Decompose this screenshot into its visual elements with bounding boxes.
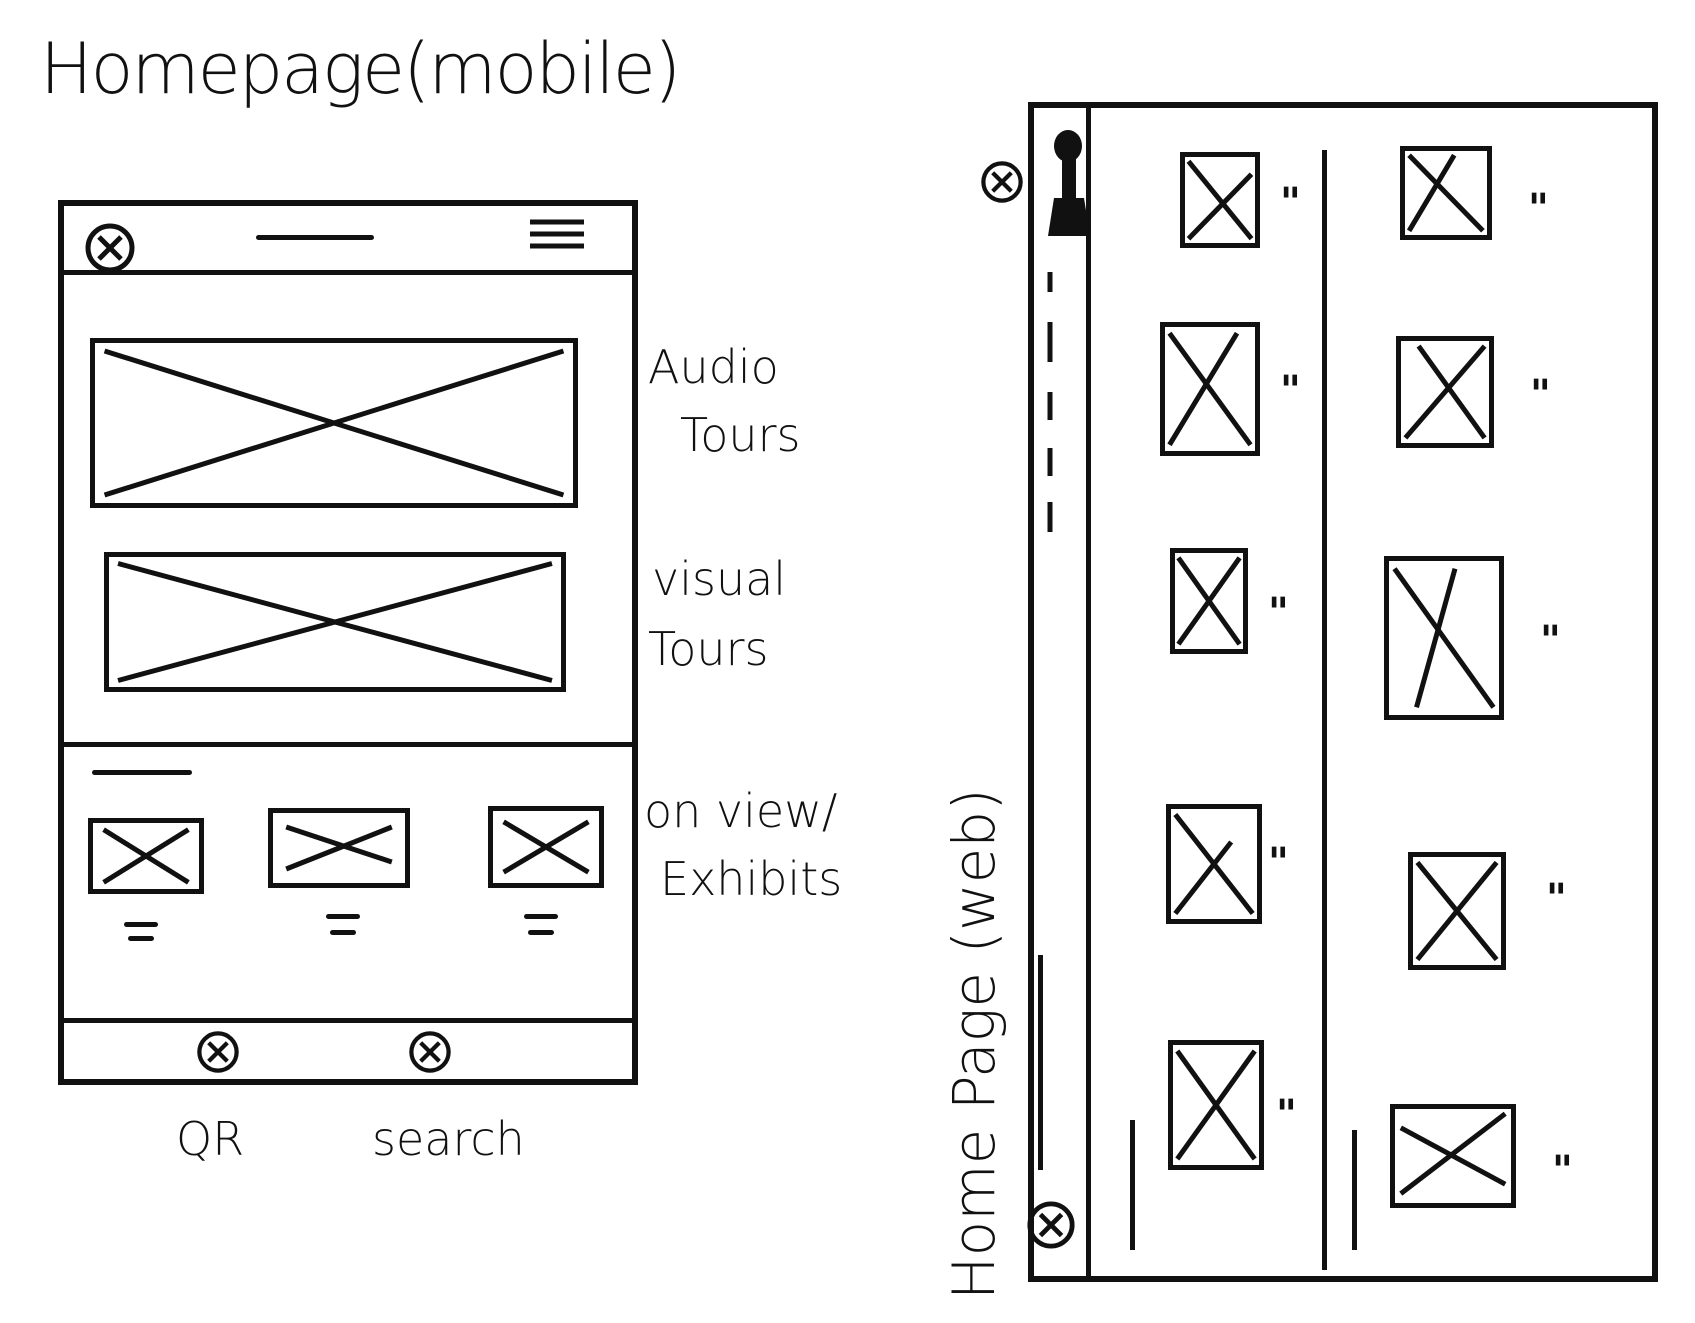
web-item-marker: " bbox=[1530, 372, 1553, 418]
audio-tours-banner[interactable] bbox=[90, 338, 578, 508]
sidebar-scroll-placeholder bbox=[1038, 955, 1043, 1170]
exhibits-label-2: Exhibits bbox=[660, 852, 843, 906]
web-grid-image[interactable] bbox=[1168, 1040, 1264, 1170]
exhibit-thumbnail[interactable] bbox=[88, 818, 204, 894]
web-grid-image[interactable] bbox=[1408, 852, 1506, 970]
web-grid-image[interactable] bbox=[1160, 322, 1260, 456]
exhibit-caption-placeholder bbox=[330, 930, 356, 935]
web-grid-image[interactable] bbox=[1170, 548, 1248, 654]
web-frame bbox=[1028, 102, 1658, 1282]
exhibit-thumbnail[interactable] bbox=[268, 808, 410, 888]
header-divider bbox=[62, 270, 634, 275]
phone-frame bbox=[58, 200, 638, 1085]
header-title-placeholder bbox=[256, 235, 374, 240]
web-grid-image[interactable] bbox=[1384, 556, 1504, 720]
exhibits-heading-placeholder bbox=[92, 770, 192, 775]
web-item-marker: " bbox=[1540, 618, 1563, 664]
column-divider bbox=[1322, 150, 1327, 1270]
x-circle-icon[interactable] bbox=[84, 222, 136, 274]
web-item-marker: " bbox=[1280, 180, 1303, 226]
hamburger-menu-icon[interactable] bbox=[528, 218, 586, 254]
content-marker bbox=[1352, 1130, 1357, 1250]
visual-tours-label-2: Tours bbox=[648, 622, 769, 676]
exhibit-caption-placeholder bbox=[524, 914, 558, 919]
x-circle-icon[interactable] bbox=[1026, 1200, 1076, 1250]
x-circle-icon[interactable] bbox=[196, 1030, 240, 1074]
web-title: Home Page (web) bbox=[940, 788, 1008, 1300]
web-item-marker: " bbox=[1280, 368, 1303, 414]
content-marker bbox=[1130, 1120, 1135, 1250]
qr-label: QR bbox=[176, 1112, 245, 1166]
sidebar-divider bbox=[1086, 106, 1091, 1278]
bottom-nav-divider bbox=[62, 1018, 634, 1023]
web-item-marker: " bbox=[1546, 876, 1569, 922]
audio-tours-label-1: Audio bbox=[648, 340, 779, 394]
web-item-marker: " bbox=[1552, 1148, 1575, 1194]
web-grid-image[interactable] bbox=[1396, 336, 1494, 448]
x-circle-icon[interactable] bbox=[980, 160, 1024, 204]
web-grid-image[interactable] bbox=[1180, 152, 1260, 248]
web-item-marker: " bbox=[1528, 186, 1551, 232]
exhibit-caption-placeholder bbox=[124, 922, 158, 927]
sidebar-nav-placeholder bbox=[1040, 270, 1060, 540]
exhibit-caption-placeholder bbox=[528, 930, 554, 935]
web-grid-image[interactable] bbox=[1390, 1104, 1516, 1208]
x-circle-icon[interactable] bbox=[408, 1030, 452, 1074]
web-item-marker: " bbox=[1268, 840, 1291, 886]
exhibit-thumbnail[interactable] bbox=[488, 806, 604, 888]
visual-tours-banner[interactable] bbox=[104, 552, 566, 692]
mobile-title: Homepage(mobile) bbox=[40, 28, 681, 110]
audio-tours-label-2: Tours bbox=[680, 408, 801, 462]
web-grid-image[interactable] bbox=[1166, 804, 1262, 924]
exhibit-caption-placeholder bbox=[326, 914, 360, 919]
web-grid-image[interactable] bbox=[1400, 146, 1492, 240]
exhibits-divider bbox=[62, 742, 634, 747]
web-item-marker: " bbox=[1276, 1092, 1299, 1138]
logo-icon bbox=[1040, 128, 1094, 238]
exhibit-caption-placeholder bbox=[128, 936, 154, 941]
search-label: search bbox=[372, 1112, 525, 1166]
visual-tours-label-1: visual bbox=[652, 552, 787, 606]
exhibits-label-1: on view/ bbox=[644, 784, 838, 838]
web-item-marker: " bbox=[1268, 590, 1291, 636]
